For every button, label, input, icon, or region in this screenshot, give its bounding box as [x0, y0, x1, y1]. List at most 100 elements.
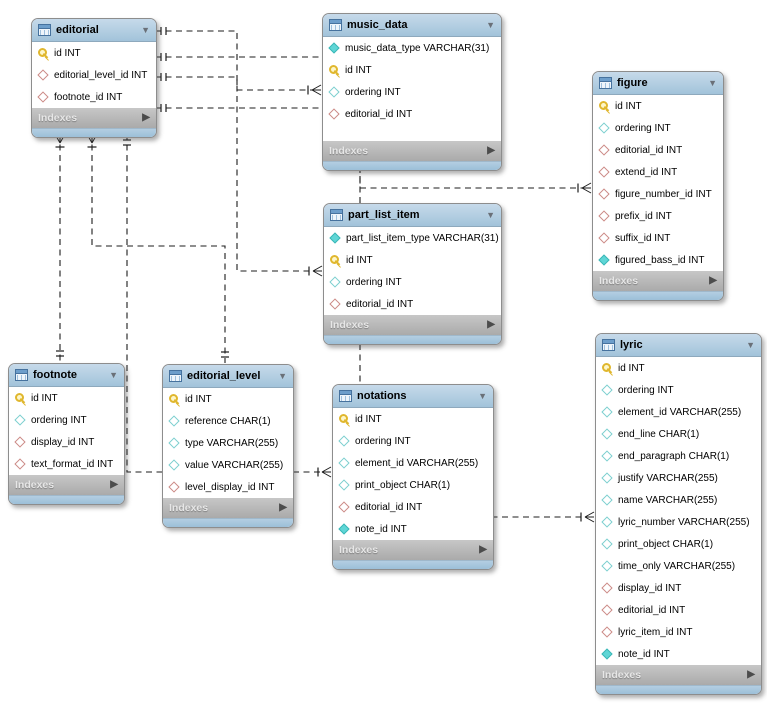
indexes-bar[interactable]: Indexes▶: [323, 141, 501, 161]
column-icon: [168, 437, 180, 449]
column-row: time_only VARCHAR(255): [596, 555, 761, 577]
collapse-caret-icon[interactable]: ▼: [478, 390, 487, 401]
column-label: id INT: [615, 100, 642, 112]
column-label: editorial_id INT: [345, 108, 413, 120]
column-label: editorial_id INT: [618, 604, 686, 616]
table-footer: [593, 291, 723, 300]
indexes-bar[interactable]: Indexes▶: [333, 540, 493, 560]
relationship-editorial-editorial_level[interactable]: [91, 134, 226, 363]
connector-mark: [321, 471, 332, 478]
table-header[interactable]: editorial▼: [32, 19, 156, 42]
column-label: suffix_id INT: [615, 232, 671, 244]
connector-mark: [584, 511, 595, 518]
column-row: editorial_level_id INT: [32, 64, 156, 86]
column-icon: [601, 516, 613, 528]
collapse-caret-icon[interactable]: ▼: [141, 24, 150, 35]
collapse-caret-icon[interactable]: ▼: [486, 209, 495, 220]
foreign-key-icon: [598, 188, 610, 200]
expand-arrow-icon[interactable]: ▶: [709, 275, 717, 286]
indexes-label: Indexes: [599, 275, 639, 287]
indexes-bar[interactable]: Indexes ▶: [324, 315, 501, 335]
collapse-caret-icon[interactable]: ▼: [278, 370, 287, 381]
column-icon: [601, 494, 613, 506]
indexes-label: Indexes: [15, 479, 55, 491]
foreign-key-icon: [598, 232, 610, 244]
column-row: text_format_id INT: [9, 453, 124, 475]
table-header[interactable]: notations ▼: [333, 385, 493, 408]
table-title: notations: [357, 390, 407, 402]
table-spacer: [323, 125, 501, 141]
table-icon: [169, 370, 182, 382]
column-label: figure_number_id INT: [615, 188, 712, 200]
column-row: editorial_id INT: [596, 599, 761, 621]
expand-arrow-icon[interactable]: ▶: [279, 502, 287, 513]
column-label: extend_id INT: [615, 166, 678, 178]
column-row: editorial_id INT: [593, 139, 723, 161]
expand-arrow-icon[interactable]: ▶: [110, 479, 118, 490]
column-label: print_object CHAR(1): [618, 538, 714, 550]
column-label: prefix_id INT: [615, 210, 672, 222]
relationship-editorial-part_list_item[interactable]: [155, 30, 322, 272]
indexes-bar[interactable]: Indexes▶: [163, 498, 293, 518]
expand-arrow-icon[interactable]: ▶: [479, 544, 487, 555]
collapse-caret-icon[interactable]: ▼: [746, 339, 755, 350]
column-label: value VARCHAR(255): [185, 459, 284, 471]
table-header[interactable]: footnote▼: [9, 364, 124, 387]
table-part_list_item[interactable]: part_list_item▼part_list_item_type VARCH…: [323, 203, 502, 345]
column-row: ordering INT: [593, 117, 723, 139]
expand-arrow-icon[interactable]: ▶: [747, 669, 755, 680]
foreign-key-icon: [328, 108, 340, 120]
indexes-label: Indexes: [38, 112, 78, 124]
table-icon: [602, 339, 615, 351]
collapse-caret-icon[interactable]: ▼: [708, 77, 717, 88]
table-music_data[interactable]: music_data▼music_data_type VARCHAR(31)id…: [322, 13, 502, 171]
table-footer: [333, 560, 493, 569]
expand-arrow-icon[interactable]: ▶: [487, 319, 495, 330]
column-row: end_paragraph CHAR(1): [596, 445, 761, 467]
column-icon: [328, 86, 340, 98]
table-header[interactable]: part_list_item▼: [324, 204, 501, 227]
column-row: editorial_id INT: [333, 496, 493, 518]
foreign-key-icon: [601, 604, 613, 616]
indexes-label: Indexes: [330, 319, 370, 331]
table-header[interactable]: editorial_level▼: [163, 365, 293, 388]
column-label: footnote_id INT: [54, 91, 123, 103]
column-row: print_object CHAR(1): [596, 533, 761, 555]
indexes-bar[interactable]: Indexes ▶: [593, 271, 723, 291]
indexes-bar[interactable]: Indexes ▶: [32, 108, 156, 128]
column-label: end_paragraph CHAR(1): [618, 450, 730, 462]
column-row: part_list_item_type VARCHAR(31): [324, 227, 501, 249]
collapse-caret-icon[interactable]: ▼: [486, 19, 495, 30]
column-icon: [601, 560, 613, 572]
column-label: ordering INT: [618, 384, 674, 396]
column-label: editorial_id INT: [355, 501, 423, 513]
column-row: suffix_id INT: [593, 227, 723, 249]
connector-mark: [321, 466, 332, 473]
expand-arrow-icon[interactable]: ▶: [142, 112, 150, 123]
table-header[interactable]: figure▼: [593, 72, 723, 95]
column-row: level_display_id INT: [163, 476, 293, 498]
column-icon: [601, 538, 613, 550]
relationship-editorial-music_data[interactable]: [155, 76, 321, 91]
indexes-bar[interactable]: Indexes▶: [596, 665, 761, 685]
column-label: time_only VARCHAR(255): [618, 560, 736, 572]
indexes-bar[interactable]: Indexes ▶: [9, 475, 124, 495]
table-header[interactable]: lyric▼: [596, 334, 761, 357]
column-row: display_id INT: [9, 431, 124, 453]
collapse-caret-icon[interactable]: ▼: [109, 369, 118, 380]
relationship-editorial-figure[interactable]: [155, 56, 591, 189]
expand-arrow-icon[interactable]: ▶: [487, 145, 495, 156]
column-label: ordering INT: [31, 414, 87, 426]
column-icon: [338, 479, 350, 491]
column-row: name VARCHAR(255): [596, 489, 761, 511]
table-header[interactable]: music_data▼: [323, 14, 501, 37]
column-row: ordering INT: [324, 271, 501, 293]
